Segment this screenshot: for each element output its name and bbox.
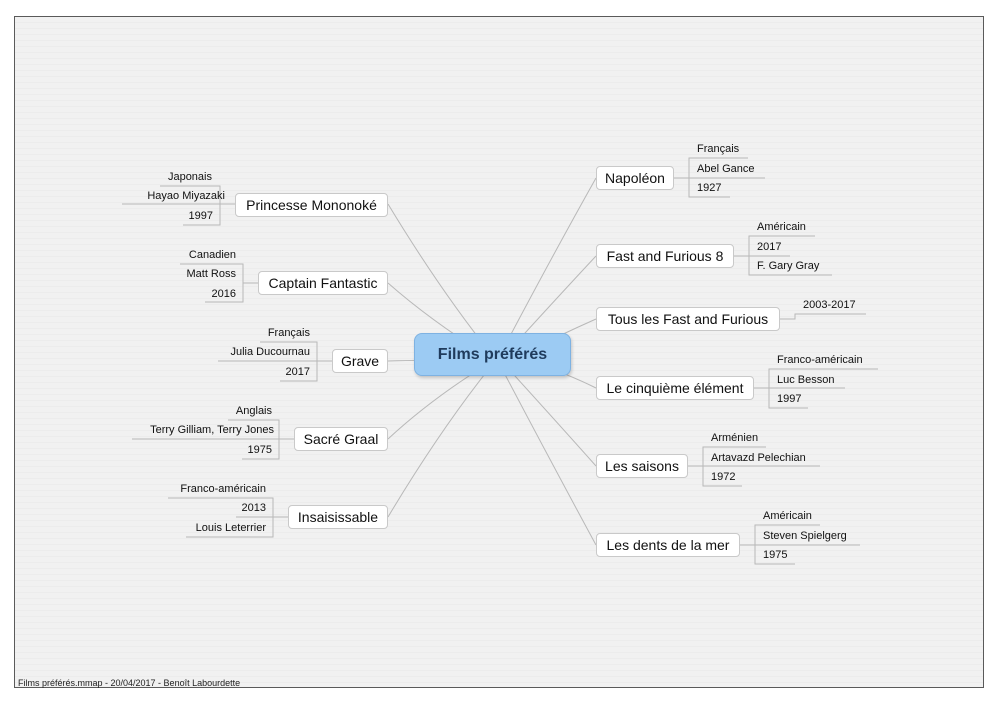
connector-line	[499, 364, 597, 546]
leaf-line	[260, 341, 332, 362]
leaf-label: 1975	[763, 549, 788, 561]
topic-les-saisons[interactable]: Les saisons	[596, 454, 688, 478]
topic-captain-fantastic[interactable]: Captain Fantastic	[258, 271, 388, 295]
topic-napoleon[interactable]: Napoléon	[596, 166, 674, 190]
leaf-label: Julia Ducournau	[230, 346, 311, 358]
leaf-line	[180, 263, 258, 284]
leaf-label: Steven Spielgerg	[763, 530, 847, 542]
leaf-line	[768, 388, 808, 409]
topic-sacre-graal[interactable]: Sacré Graal	[294, 427, 388, 451]
leaf-label: Français	[267, 327, 310, 339]
leaf-label: Anglais	[235, 405, 272, 417]
leaf-label: Abel Gance	[697, 163, 755, 175]
leaf-line	[688, 446, 766, 467]
leaf-label: Français	[697, 143, 740, 155]
leaf-label: Arménien	[711, 432, 759, 444]
topic-fast-and-furious-8[interactable]: Fast and Furious 8	[596, 244, 734, 268]
connector-line	[499, 177, 597, 356]
leaf-label: 2017	[757, 241, 782, 253]
leaf-label: 1997	[777, 393, 802, 405]
leaf-label: 2013	[241, 502, 266, 514]
leaf-label: Canadien	[188, 249, 236, 261]
connector-line	[387, 364, 487, 440]
leaf-label: Franco-américain	[777, 354, 863, 366]
topic-le-cinquieme-element[interactable]: Le cinquième élément	[596, 376, 754, 400]
leaf-line	[754, 368, 878, 389]
leaf-label: 1927	[697, 182, 722, 194]
leaf-line	[754, 545, 795, 565]
leaf-label: F. Gary Gray	[757, 260, 820, 272]
central-topic[interactable]: Films préférés	[414, 333, 571, 376]
leaf-line	[160, 185, 235, 205]
leaf-label: Terry Gilliam, Terry Jones	[150, 424, 274, 436]
leaf-label: Franco-américain	[180, 483, 266, 495]
leaf-label: 1997	[188, 210, 213, 222]
topic-insaisissable[interactable]: Insaisissable	[288, 505, 388, 529]
leaf-line	[280, 361, 318, 382]
leaf-line	[183, 204, 221, 226]
leaf-line	[780, 313, 866, 320]
leaf-label: Matt Ross	[186, 268, 236, 280]
leaf-line	[168, 497, 288, 518]
leaf-line	[702, 466, 742, 487]
connector-line	[504, 364, 597, 467]
footer-text: Films préférés.mmap - 20/04/2017 - Benoî…	[18, 678, 241, 688]
leaf-label: Japonais	[167, 171, 212, 183]
leaf-line	[186, 517, 274, 538]
leaf-label: 2017	[285, 366, 310, 378]
leaf-line	[674, 157, 748, 179]
leaf-line	[688, 178, 730, 198]
connector-line	[387, 364, 493, 518]
leaf-label: Louis Leterrier	[195, 522, 266, 534]
leaf-label: 2016	[211, 288, 236, 300]
leaf-line	[205, 283, 244, 303]
leaf-label: 2003-2017	[803, 299, 856, 311]
leaf-label: 1972	[711, 471, 736, 483]
leaf-line	[748, 256, 832, 276]
topic-princesse-mononoke[interactable]: Princesse Mononoké	[235, 193, 388, 217]
leaf-label: Luc Besson	[777, 374, 835, 386]
leaf-line	[228, 419, 294, 440]
leaf-line	[734, 235, 815, 257]
leaf-label: Artavazd Pelechian	[711, 452, 806, 464]
topic-les-dents-de-la-mer[interactable]: Les dents de la mer	[596, 533, 740, 557]
topic-tous-les-fast-and-furious[interactable]: Tous les Fast and Furious	[596, 307, 780, 331]
leaf-label: 1975	[247, 444, 272, 456]
topic-grave[interactable]: Grave	[332, 349, 388, 373]
leaf-line	[242, 439, 280, 460]
leaf-label: Américain	[757, 221, 806, 233]
leaf-label: Hayao Miyazaki	[147, 190, 225, 202]
leaf-line	[740, 524, 820, 546]
leaf-label: Américain	[763, 510, 812, 522]
